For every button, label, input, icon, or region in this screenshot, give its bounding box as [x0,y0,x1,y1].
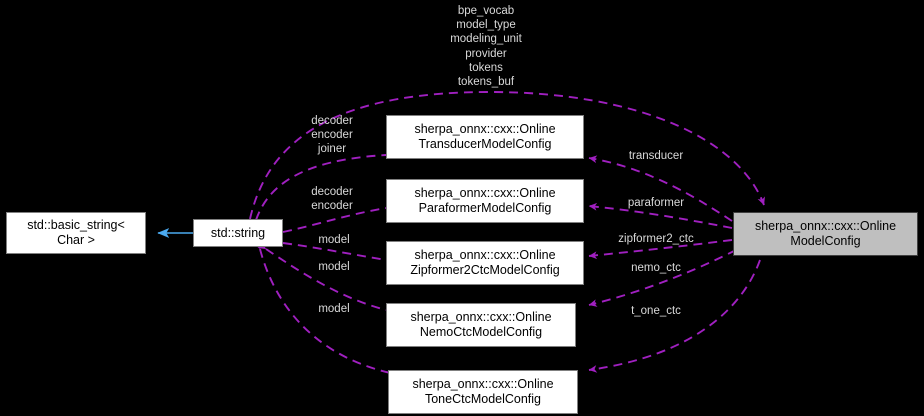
node-online-paraformer-model-config-line2: ParaformerModelConfig [418,201,552,215]
node-online-tone-ctc-model-config-line2: ToneCtcModelConfig [424,392,542,406]
edge-label-transducer-fields: decoder encoder joiner [311,115,353,155]
node-online-transducer-model-config[interactable]: sherpa_onnx::cxx::Online TransducerModel… [386,115,584,159]
node-online-paraformer-model-config[interactable]: sherpa_onnx::cxx::Online ParaformerModel… [386,179,584,223]
node-online-nemo-ctc-model-config-line2: NemoCtcModelConfig [419,325,543,339]
edge-label-zipformer2-fields: model [318,234,350,246]
edge-modelconfig-to-tone [588,259,761,373]
node-std-basic-string-line1: std::basic_string< [27,218,125,232]
node-online-tone-ctc-model-config-line1: sherpa_onnx::cxx::Online [412,377,554,391]
node-online-nemo-ctc-model-config-line1: sherpa_onnx::cxx::Online [410,310,552,324]
node-online-model-config-line2: ModelConfig [790,234,861,248]
node-online-zipformer2-ctc-model-config-line2: Zipformer2CtcModelConfig [410,263,560,277]
edge-string-to-zipformer2-config [274,238,387,261]
edge-string-to-tone-config [254,240,401,376]
edge-modelconfig-to-transducer [588,155,733,222]
node-online-model-config-line1: sherpa_onnx::cxx::Online [754,219,897,233]
node-online-nemo-ctc-model-config[interactable]: sherpa_onnx::cxx::Online NemoCtcModelCon… [386,303,576,347]
edge-modelconfig-to-nemo [588,249,737,307]
edge-label-nemo-fields: model [318,261,350,273]
node-online-zipformer2-ctc-model-config-line1: sherpa_onnx::cxx::Online [414,248,556,262]
edge-modelconfig-to-paraformer [588,202,733,229]
edge-label-modelconfig-string-fields: bpe_vocab model_type modeling_unit provi… [450,5,522,89]
edge-label-transducer: transducer [628,150,684,162]
edge-label-tone-fields: model [318,303,350,315]
node-online-zipformer2-ctc-model-config[interactable]: sherpa_onnx::cxx::Online Zipformer2CtcMo… [386,241,584,285]
edge-label-zipformer2-ctc: zipformer2_ctc [618,233,694,245]
node-online-transducer-model-config-line2: TransducerModelConfig [418,137,552,151]
node-online-paraformer-model-config-line1: sherpa_onnx::cxx::Online [414,186,556,200]
edge-label-paraformer-fields: decoder encoder [311,186,353,212]
node-std-string-line1: std::string [210,225,266,240]
edge-string-to-transducer-config [249,154,387,229]
node-online-model-config[interactable]: sherpa_onnx::cxx::Online ModelConfig [733,212,918,256]
edge-string-to-paraformer-config [274,207,387,238]
node-std-basic-string[interactable]: std::basic_string< Char > [6,212,146,254]
edge-modelconfig-to-zipformer2 [588,239,733,260]
node-online-tone-ctc-model-config[interactable]: sherpa_onnx::cxx::Online ToneCtcModelCon… [388,370,578,414]
edge-label-paraformer: paraformer [627,197,685,209]
edge-label-t-one-ctc: t_one_ctc [631,305,681,317]
node-online-transducer-model-config-line1: sherpa_onnx::cxx::Online [414,122,556,136]
node-std-string[interactable]: std::string [193,219,283,247]
edge-string-to-nemo-config [257,241,387,311]
edge-string-to-modelconfig-fields [249,91,765,220]
node-std-basic-string-line2: Char > [57,233,95,247]
edge-label-nemo-ctc: nemo_ctc [631,262,681,274]
